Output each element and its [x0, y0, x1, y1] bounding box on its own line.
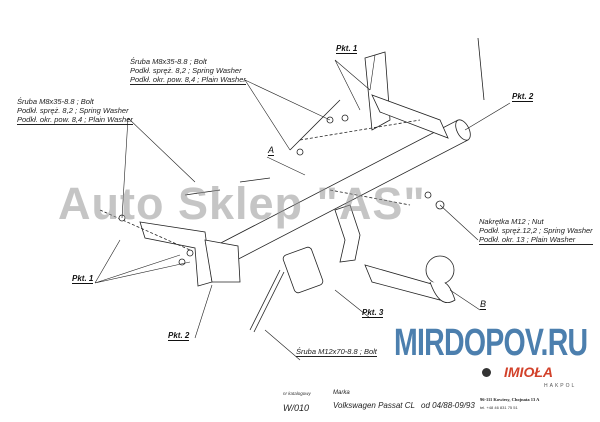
- pkt2-right: Pkt. 2: [512, 92, 534, 102]
- catalog-number: W/010: [283, 403, 310, 413]
- ball-neck: [429, 281, 456, 304]
- bolt-top-label: Śruba M8x35-8.8 ; Bolt Podkł. spręż. 8,2…: [130, 57, 246, 85]
- left-bracket-plate: [204, 239, 241, 283]
- site-watermark: MIRDOPOV.RU: [394, 322, 588, 364]
- label-line: Śruba M8x35-8.8 ; Bolt: [130, 57, 207, 66]
- vehicle-model: Volkswagen Passat CL: [333, 401, 415, 410]
- pkt3: Pkt. 3: [362, 308, 384, 318]
- point-b: B: [480, 299, 487, 310]
- nut-label: Nakrętka M12 ; Nut Podkł. spręż.12,2 ; S…: [479, 217, 593, 245]
- catalog-label: nr katalogowy: [283, 391, 311, 396]
- logo-subtext: HAKPOL: [544, 383, 577, 389]
- logo-ball-icon: [482, 368, 491, 377]
- pkt2-bottom: Pkt. 2: [168, 331, 190, 341]
- tow-ball: [425, 255, 455, 285]
- label-line: Podkł. spręż.12,2 ; Spring Washer: [479, 226, 593, 235]
- socket-plate: [282, 246, 324, 294]
- phone: tel. +48 46 831 75 51: [480, 405, 518, 410]
- logo-text: IMIOŁA: [504, 364, 553, 380]
- label-line: Podkł. spręż. 8,2 ; Spring Washer: [130, 66, 242, 75]
- label-line: Podkł. spręż. 8,2 ; Spring Washer: [17, 106, 129, 115]
- address: 96-111 Kowiesy, Chojnata 13 A: [480, 397, 540, 402]
- label-line: Nakrętka M12 ; Nut: [479, 217, 544, 226]
- imiola-logo: IMIOŁA HAKPOL: [482, 364, 582, 396]
- label-line: Podkł. okr. pow. 8,4 ; Plain Washer: [130, 75, 246, 85]
- pkt1-top: Pkt. 1: [336, 44, 358, 54]
- left-bracket: [139, 221, 213, 287]
- crossbeam-end: [455, 119, 471, 141]
- right-bracket: [364, 51, 391, 131]
- leader-lines: [94, 54, 511, 361]
- bolts: [99, 37, 485, 333]
- right-bracket-arm: [371, 94, 449, 139]
- bolt-left-label: Śruba M8x35-8.8 ; Bolt Podkł. spręż. 8,2…: [17, 97, 133, 125]
- bolt-m12-label: Śruba M12x70-8.8 ; Bolt: [296, 347, 377, 357]
- shop-watermark: Auto Sklep "AS": [58, 178, 426, 229]
- ball-mount: [334, 204, 361, 263]
- washers: [118, 114, 445, 266]
- label-line: Podkł. okr. 13 ; Plain Washer: [479, 235, 593, 245]
- make-label: Marka: [333, 390, 350, 396]
- pkt1-left: Pkt. 1: [72, 274, 94, 284]
- label-line: Podkł. okr. pow. 8,4 ; Plain Washer: [17, 115, 133, 125]
- vehicle-years: od 04/88-09/93: [421, 401, 475, 410]
- label-line: Śruba M8x35-8.8 ; Bolt: [17, 97, 94, 106]
- point-a: A: [268, 145, 275, 156]
